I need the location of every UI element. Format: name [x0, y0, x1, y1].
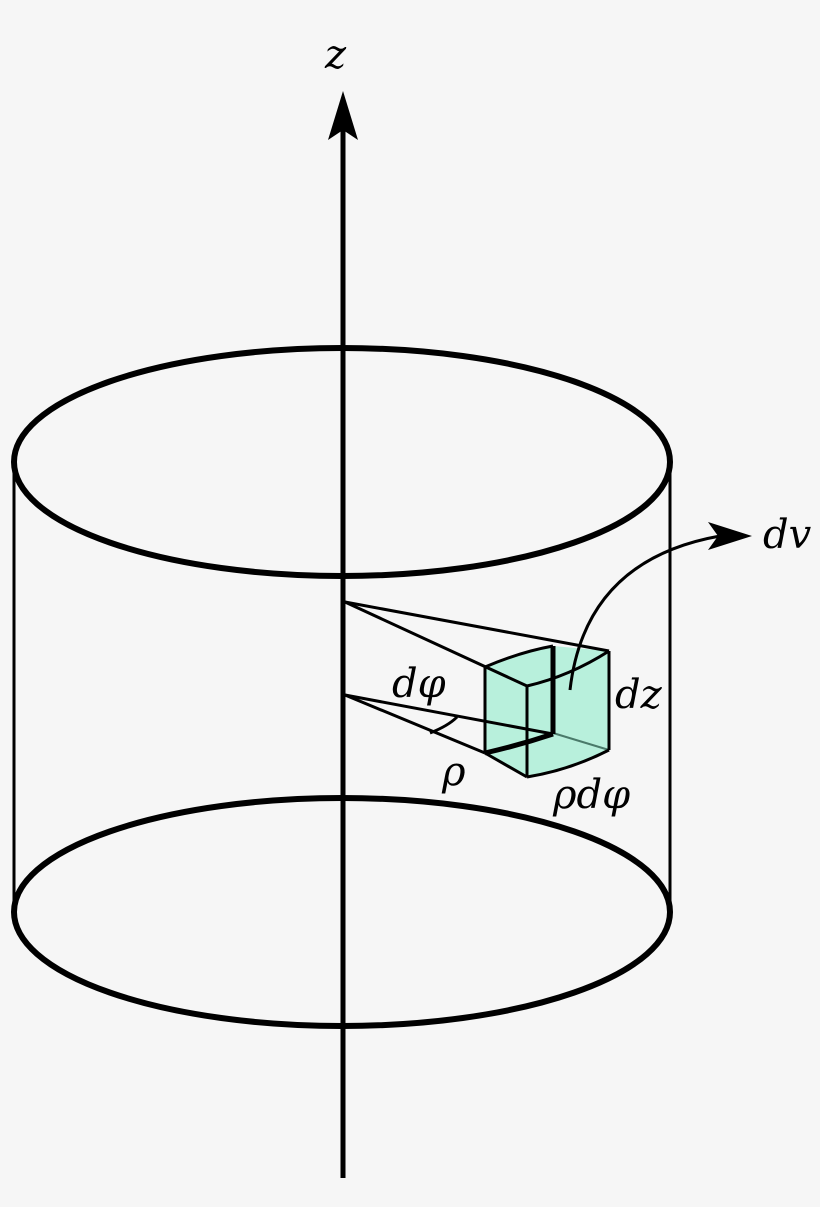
- angle-arc: [429, 715, 459, 735]
- rho-dphi-label: ρdφ: [552, 772, 630, 818]
- inner-bottom-arc: [484, 731, 554, 756]
- dz-label: dz: [615, 672, 663, 718]
- front-bottom-arc: [526, 748, 610, 779]
- z-axis-label: z: [324, 32, 347, 78]
- dphi-label: dφ: [392, 661, 446, 707]
- wedge-lines: [344, 600, 610, 755]
- volume-element: [483, 644, 611, 779]
- cylinder-sides: [12, 462, 672, 912]
- front-top-arc: [526, 649, 610, 688]
- dv-pointer-curve: [568, 534, 721, 691]
- dv-label: dv: [763, 512, 812, 558]
- back-top-arc: [484, 644, 554, 669]
- lower-wedge-line-2: [344, 693, 486, 755]
- rho-label: ρ: [441, 749, 466, 795]
- z-axis-arrowhead: [328, 91, 358, 140]
- upper-wedge-line-2: [344, 600, 610, 653]
- lower-wedge-line-1: [344, 693, 554, 736]
- dv-pointer-arrowhead: [708, 522, 752, 550]
- upper-wedge-line-1: [344, 600, 528, 688]
- hidden-edge: [552, 732, 610, 751]
- left-bottom-edge: [484, 751, 528, 779]
